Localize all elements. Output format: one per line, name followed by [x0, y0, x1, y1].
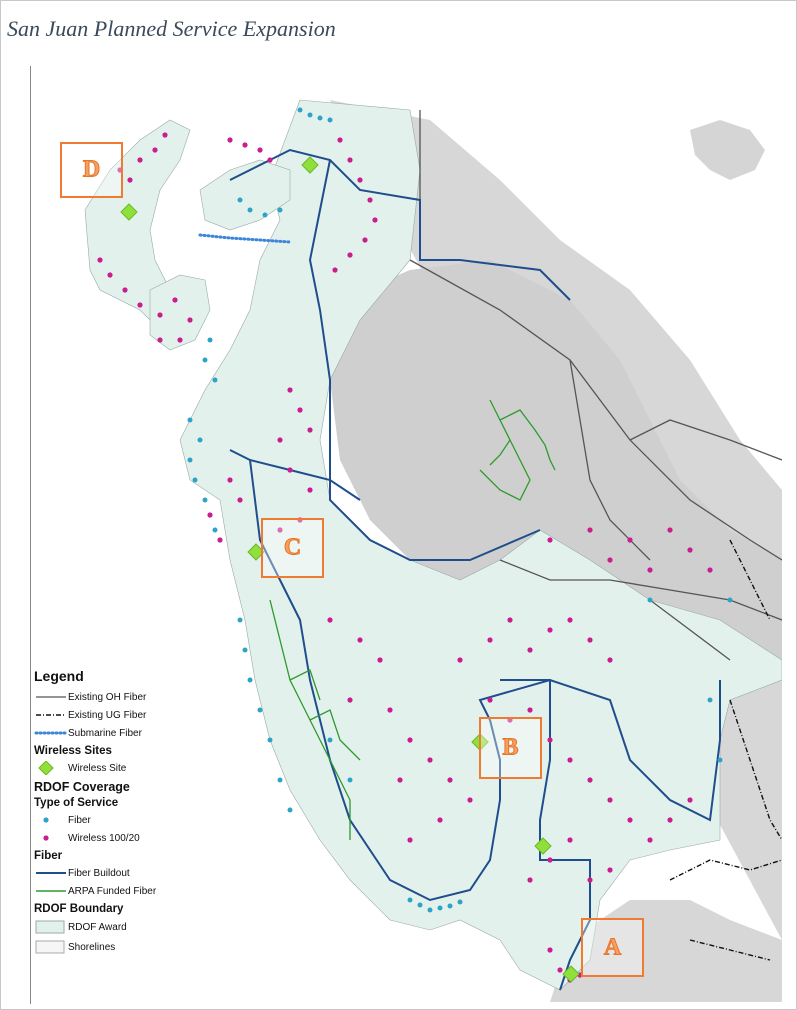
legend-wireless-sites-heading: Wireless Sites	[34, 745, 112, 757]
fiber-service-dots	[187, 107, 733, 913]
legend-wireless-service-label: Wireless 100/20	[68, 832, 140, 844]
legend-rdof-coverage-heading: RDOF Coverage	[34, 780, 130, 794]
wireless-site-diamond-icon	[34, 761, 68, 775]
submarine-fiber-symbol	[34, 726, 68, 740]
map-left-border	[30, 66, 31, 1004]
legend-submarine-fiber: Submarine Fiber	[34, 724, 184, 742]
wireless-site-north	[301, 156, 319, 174]
arpa-funded-fiber-lines	[269, 399, 556, 840]
wireless-service-dots	[97, 132, 713, 983]
submarine-fiber-line	[198, 233, 292, 244]
existing-ug-fiber-lines	[669, 539, 782, 961]
wireless-site-south	[534, 837, 552, 855]
legend-fiber-service-label: Fiber	[68, 814, 91, 826]
legend-fiber-service: Fiber	[34, 811, 184, 829]
map-title: San Juan Planned Service Expansion	[7, 16, 336, 41]
site-marker-c-label: C	[283, 534, 302, 561]
site-marker-a[interactable]: A	[581, 918, 644, 977]
existing-ug-fiber-symbol	[34, 708, 68, 722]
site-marker-d-label: D	[82, 156, 101, 183]
legend-wireless-service: Wireless 100/20	[34, 829, 184, 847]
site-marker-b-label: B	[502, 734, 519, 761]
map-svg	[84, 99, 782, 1002]
legend-existing-oh-fiber-label: Existing OH Fiber	[68, 691, 147, 703]
map-canvas[interactable]	[30, 60, 782, 1002]
wireless-site-d	[120, 203, 138, 221]
legend-rdof-award-label: RDOF Award	[68, 921, 127, 933]
fiber-dot-icon	[34, 813, 68, 827]
legend-fiber-buildout-label: Fiber Buildout	[68, 867, 130, 879]
legend-rdof-boundary-heading: RDOF Boundary	[34, 903, 124, 915]
site-marker-b[interactable]: B	[479, 717, 542, 779]
legend-existing-ug-fiber: Existing UG Fiber	[34, 706, 184, 724]
legend-existing-ug-fiber-label: Existing UG Fiber	[68, 709, 147, 721]
fiber-buildout-lines	[229, 148, 721, 991]
legend-existing-oh-fiber: Existing OH Fiber	[34, 688, 184, 706]
legend-rdof-award: RDOF Award	[34, 917, 184, 937]
legend-submarine-fiber-label: Submarine Fiber	[68, 727, 142, 739]
legend-wireless-site: Wireless Site	[34, 759, 184, 777]
north-islands	[199, 159, 291, 231]
northwest-peninsula	[84, 119, 191, 331]
island-northeast	[690, 120, 765, 180]
map-legend: Legend Existing OH Fiber Existing UG Fib…	[34, 668, 184, 957]
wireless-site-markers	[120, 156, 580, 983]
fiber-buildout-symbol	[34, 866, 68, 880]
wireless-site-a	[562, 965, 580, 983]
rdof-award-swatch	[34, 920, 68, 934]
legend-arpa-fiber-label: ARPA Funded Fiber	[68, 885, 157, 897]
legend-type-of-service-heading: Type of Service	[34, 797, 119, 809]
terrain-highland	[330, 260, 782, 680]
legend-shorelines-label: Shorelines	[68, 941, 116, 953]
legend-fiber-buildout: Fiber Buildout	[34, 864, 184, 882]
legend-fiber-heading: Fiber	[34, 850, 63, 862]
site-marker-d[interactable]: D	[60, 142, 123, 198]
shorelines-swatch	[34, 940, 68, 954]
site-marker-a-label: A	[603, 934, 622, 961]
arpa-fiber-symbol	[34, 884, 68, 898]
site-marker-c[interactable]: C	[261, 518, 324, 578]
legend-arpa-fiber: ARPA Funded Fiber	[34, 882, 184, 900]
legend-wireless-site-label: Wireless Site	[68, 762, 127, 774]
wireless-dot-icon	[34, 831, 68, 845]
legend-heading: Legend	[34, 668, 84, 684]
central-island	[149, 274, 211, 351]
existing-oh-fiber-symbol	[34, 690, 68, 704]
legend-shorelines: Shorelines	[34, 937, 184, 957]
